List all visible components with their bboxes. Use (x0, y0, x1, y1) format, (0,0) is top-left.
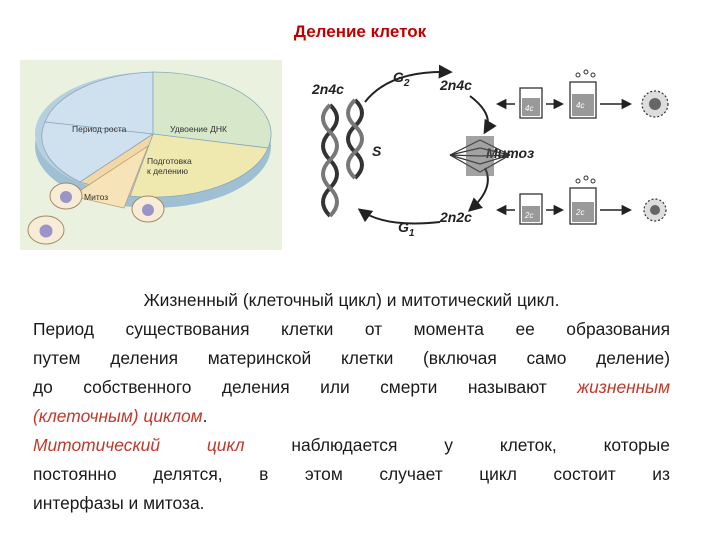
sector-growth-lower (41, 121, 155, 183)
label-bottom-right: 2n2c (439, 209, 472, 225)
label-growth: Период роста (72, 124, 127, 134)
chromosome-icon (321, 103, 339, 218)
sector-growth (44, 71, 154, 135)
vial-content (522, 206, 540, 222)
text-period: . (202, 406, 208, 426)
text-line: путем деления материнской клетки (включа… (33, 348, 670, 368)
text-line: постоянно делятся, в этом случает цикл с… (33, 464, 670, 484)
vial-label: 4c (576, 101, 584, 110)
text-line: Митотический цикл наблюдается у клеток, … (33, 431, 670, 460)
cycle-arrow-bottom (357, 208, 441, 225)
cycle-arrow-top-right (469, 95, 497, 135)
label-prep-2: к делению (147, 166, 189, 176)
text-line: (клеточным) циклом. (33, 402, 670, 431)
label-mitosis: Митоз (84, 192, 108, 202)
text-line: до собственного деления или смерти назыв… (33, 373, 670, 402)
cell-cycle-diagram: Период роста Удвоение ДНК Подготовка к д… (20, 60, 282, 250)
text-line-plain: до собственного деления или смерти назыв… (33, 377, 547, 397)
sector-dna (152, 71, 272, 149)
chromosome-icon (346, 98, 364, 180)
label-dna: Удвоение ДНК (170, 124, 227, 134)
cell-cluster-icon (649, 98, 661, 110)
body-text: Жизненный (клеточный цикл) и митотически… (33, 286, 670, 518)
label-prep-1: Подготовка (147, 156, 192, 166)
term-life-cycle-2: (клеточным) циклом (33, 406, 203, 426)
cycle-arrow-top (364, 64, 453, 103)
metaphase-plate (466, 136, 494, 176)
text-line-plain: наблюдается у клеток, которые (291, 435, 670, 455)
slide-title: Деление клеток (293, 22, 427, 41)
cell-cluster-icon (650, 205, 660, 215)
label-top-left: 2n4c (311, 81, 344, 97)
cell-nucleus-icon (39, 224, 53, 238)
label-g2: G2 (393, 69, 410, 89)
vial-content (572, 94, 594, 116)
cell-nucleus-icon (60, 191, 72, 203)
text-line: Период существования клетки от момента е… (33, 319, 670, 339)
chromosome-icon (346, 98, 364, 180)
term-mitotic-cycle: Митотический цикл (33, 435, 245, 455)
vial-content (522, 98, 540, 116)
vial-label: 4c (525, 104, 533, 113)
vial-label: 2c (575, 208, 584, 217)
vial-content (572, 202, 594, 222)
mitotic-cycle-diagram: 2n4c G2 2n4c S Митоз 2n2c G1 4c 4c 2c 2c (311, 64, 669, 239)
cell-nucleus-icon (142, 204, 154, 216)
term-life-cycle-1: жизненным (577, 377, 670, 397)
label-g1: G1 (398, 219, 415, 239)
mitosis-wedge (70, 144, 149, 209)
bubbles-icon (575, 69, 596, 184)
text-heading: Жизненный (клеточный цикл) и митотически… (143, 290, 560, 310)
text-line: интерфазы и митоза. (33, 493, 205, 513)
label-top-right: 2n4c (439, 77, 472, 93)
vial-label: 2c (524, 211, 533, 220)
label-s: S (372, 143, 382, 159)
